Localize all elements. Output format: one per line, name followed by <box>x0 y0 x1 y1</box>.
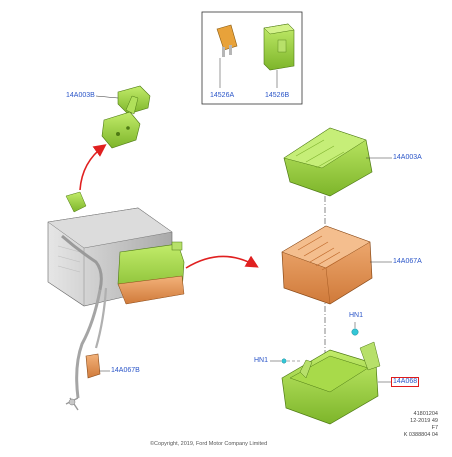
label-14a067b: 14A067B <box>111 367 140 374</box>
battery-assembly <box>47 191 185 411</box>
ref-line-3: F7 <box>431 425 438 431</box>
bracket-14a003b <box>101 85 151 149</box>
connector-14a067b <box>85 353 101 379</box>
label-14a068-highlighted: 14A068 <box>391 377 420 387</box>
label-14526a: 14526A <box>210 92 235 99</box>
ref-line-4: K 0388804 04 <box>403 432 438 438</box>
ref-line-2: 12-2019 49 <box>410 418 438 424</box>
reference-block: 41801204 12-2019 49 F7 K 0388804 04 <box>404 411 438 439</box>
fastener-hn1-left <box>270 358 300 364</box>
arrow-to-exploded <box>185 255 259 269</box>
ref-line-1: 41801204 <box>413 411 438 417</box>
mini-fuse-icon <box>216 24 238 57</box>
label-14a003b: 14A003B <box>66 92 95 99</box>
label-14a003a: 14A003A <box>393 154 422 161</box>
label-hn1-left: HN1 <box>254 357 269 364</box>
tray-14a068 <box>281 341 381 425</box>
fuse-inset-frame <box>201 11 303 105</box>
label-14526b: 14526B <box>265 92 290 99</box>
fastener-hn1-upper <box>351 322 359 336</box>
fuse-box-14a067a <box>281 225 373 305</box>
label-14a067a: 14A067A <box>393 258 422 265</box>
label-hn1-upper: HN1 <box>349 312 364 319</box>
arrow-to-bracket <box>79 144 107 191</box>
lid-14a003a <box>283 127 373 197</box>
cartridge-fuse-icon <box>263 23 295 71</box>
copyright-notice: ©Copyright, 2019, Ford Motor Company Lim… <box>150 441 268 447</box>
